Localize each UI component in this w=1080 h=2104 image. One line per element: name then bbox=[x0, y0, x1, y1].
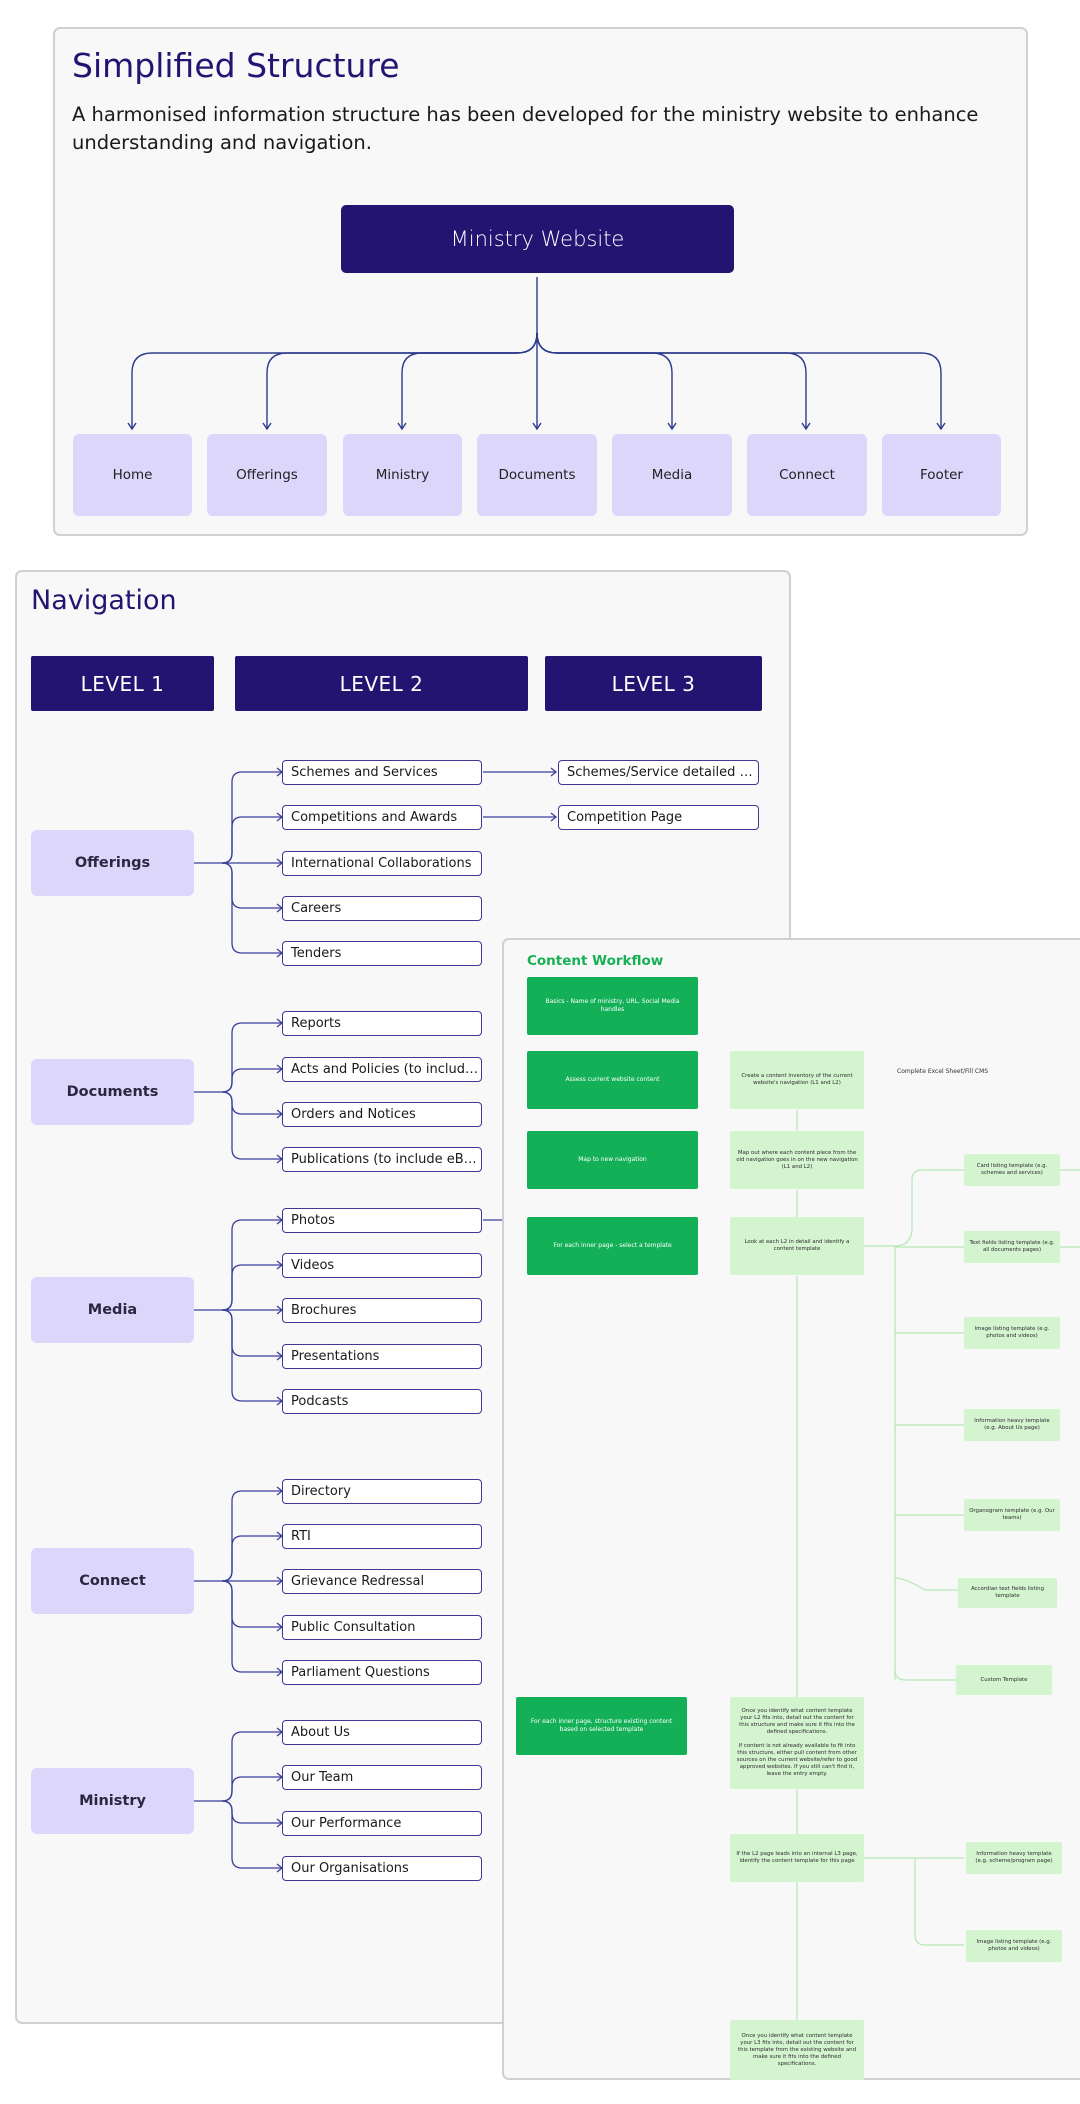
l2-label: Careers bbox=[291, 901, 342, 916]
l3-template-image-listing: Image listing template (e.g. photos and … bbox=[966, 1930, 1062, 1962]
l3-template-information-heavy: Information heavy template (e.g. scheme/… bbox=[966, 1842, 1062, 1874]
l3-competition-page: Competition Page bbox=[558, 805, 759, 830]
l2-label: Podcasts bbox=[291, 1394, 349, 1409]
template-card-listing: Card listing template (e.g. schemes and … bbox=[964, 1154, 1060, 1186]
l1-connect: Connect bbox=[31, 1548, 194, 1614]
workflow-action-detail-l3: Once you identify what content template … bbox=[730, 2020, 864, 2080]
l2-label: Competitions and Awards bbox=[291, 810, 458, 825]
l2-international-collaborations: International Collaborations bbox=[282, 851, 482, 876]
l3-label: Schemes/Service detailed page bbox=[567, 765, 758, 780]
l2-videos: Videos bbox=[282, 1253, 482, 1278]
l2-careers: Careers bbox=[282, 896, 482, 921]
navigation-title: Navigation bbox=[31, 585, 177, 616]
workflow-step-assess: Assess current website content bbox=[527, 1051, 698, 1109]
l2-label: Our Performance bbox=[291, 1816, 402, 1831]
template-custom: Custom Template bbox=[956, 1665, 1052, 1695]
section-ministry: Ministry bbox=[343, 434, 462, 516]
l2-our-performance: Our Performance bbox=[282, 1811, 482, 1836]
l2-label: International Collaborations bbox=[291, 856, 472, 871]
l2-brochures: Brochures bbox=[282, 1298, 482, 1323]
level-3-header: LEVEL 3 bbox=[545, 656, 762, 711]
l2-our-organisations: Our Organisations bbox=[282, 1856, 482, 1881]
structure-title: Simplified Structure bbox=[72, 46, 400, 85]
l2-about-us: About Us bbox=[282, 1720, 482, 1745]
section-connect: Connect bbox=[747, 434, 867, 516]
l2-label: Tenders bbox=[291, 946, 342, 961]
l1-ministry: Ministry bbox=[31, 1768, 194, 1834]
l1-offerings: Offerings bbox=[31, 830, 194, 896]
l2-label: Our Organisations bbox=[291, 1861, 409, 1876]
l2-label: Our Team bbox=[291, 1770, 354, 1785]
l2-directory: Directory bbox=[282, 1479, 482, 1504]
l2-parliament-questions: Parliament Questions bbox=[282, 1660, 482, 1685]
l3-label: Competition Page bbox=[567, 810, 683, 825]
level-2-header: LEVEL 2 bbox=[235, 656, 528, 711]
l2-competitions-and-awards: Competitions and Awards bbox=[282, 805, 482, 830]
template-accordian: Accordian text fields listing template bbox=[958, 1578, 1057, 1608]
l2-photos: Photos bbox=[282, 1208, 482, 1233]
workflow-step-basics: Basics - Name of ministry, URL, Social M… bbox=[527, 977, 698, 1035]
template-organogram: Organogram template (e.g. Our teams) bbox=[964, 1499, 1060, 1531]
l2-tenders: Tenders bbox=[282, 941, 482, 966]
l2-publications: Publications (to include eBooks) bbox=[282, 1147, 482, 1172]
workflow-action-l3-template: If the L2 page leads into an internal L3… bbox=[730, 1834, 864, 1882]
l2-label: Videos bbox=[291, 1258, 335, 1273]
l2-orders-and-notices: Orders and Notices bbox=[282, 1102, 482, 1127]
workflow-action-map-out: Map out where each content piece from th… bbox=[730, 1131, 864, 1189]
l2-label: About Us bbox=[291, 1725, 350, 1740]
workflow-step-select-template: For each inner page - select a template bbox=[527, 1217, 698, 1275]
l2-label: RTI bbox=[291, 1529, 311, 1544]
l2-label: Photos bbox=[291, 1213, 335, 1228]
l2-schemes-and-services: Schemes and Services bbox=[282, 760, 482, 785]
l2-label: Presentations bbox=[291, 1349, 380, 1364]
l2-our-team: Our Team bbox=[282, 1765, 482, 1790]
l2-label: Parliament Questions bbox=[291, 1665, 430, 1680]
l2-acts-and-policies: Acts and Policies (to include Guid… bbox=[282, 1057, 482, 1082]
l3-schemes-service-detailed-page: Schemes/Service detailed page bbox=[558, 760, 759, 785]
l2-label: Orders and Notices bbox=[291, 1107, 416, 1122]
l2-label: Publications (to include eBooks) bbox=[291, 1152, 481, 1167]
l2-grievance-redressal: Grievance Redressal bbox=[282, 1569, 482, 1594]
l2-reports: Reports bbox=[282, 1011, 482, 1036]
l2-public-consultation: Public Consultation bbox=[282, 1615, 482, 1640]
l2-label: Brochures bbox=[291, 1303, 357, 1318]
l2-label: Grievance Redressal bbox=[291, 1574, 425, 1589]
section-media: Media bbox=[612, 434, 732, 516]
l1-documents: Documents bbox=[31, 1059, 194, 1125]
workflow-action-inventory: Create a content inventory of the curren… bbox=[730, 1051, 864, 1109]
l2-podcasts: Podcasts bbox=[282, 1389, 482, 1414]
template-information-heavy: Information heavy template (e.g. About U… bbox=[964, 1409, 1060, 1441]
section-home: Home bbox=[73, 434, 192, 516]
l2-label: Schemes and Services bbox=[291, 765, 438, 780]
l2-rti: RTI bbox=[282, 1524, 482, 1549]
level-1-header: LEVEL 1 bbox=[31, 656, 214, 711]
workflow-note-excel: Complete Excel Sheet/Fill CMS bbox=[897, 1068, 989, 1075]
workflow-step-structure-content: For each inner page, structure existing … bbox=[516, 1697, 687, 1755]
workflow-action-identify-template: Look at each L2 in detail and identify a… bbox=[730, 1217, 864, 1275]
template-text-fields-listing: Text fields listing template (e.g. all d… bbox=[964, 1231, 1060, 1263]
structure-description: A harmonised information structure has b… bbox=[72, 103, 979, 154]
l2-label: Directory bbox=[291, 1484, 351, 1499]
section-offerings: Offerings bbox=[207, 434, 327, 516]
l2-label: Acts and Policies (to include Guid… bbox=[291, 1062, 481, 1077]
workflow-step-map: Map to new navigation bbox=[527, 1131, 698, 1189]
l2-presentations: Presentations bbox=[282, 1344, 482, 1369]
root-node-ministry-website: Ministry Website bbox=[341, 205, 734, 273]
section-documents: Documents bbox=[477, 434, 597, 516]
l1-media: Media bbox=[31, 1277, 194, 1343]
l2-label: Public Consultation bbox=[291, 1620, 416, 1635]
workflow-title: Content Workflow bbox=[527, 953, 664, 969]
workflow-action-detail-l2: Once you identify what content template … bbox=[730, 1697, 864, 1789]
section-footer: Footer bbox=[882, 434, 1001, 516]
template-image-listing: Image listing template (e.g. photos and … bbox=[964, 1317, 1060, 1349]
l2-label: Reports bbox=[291, 1016, 341, 1031]
